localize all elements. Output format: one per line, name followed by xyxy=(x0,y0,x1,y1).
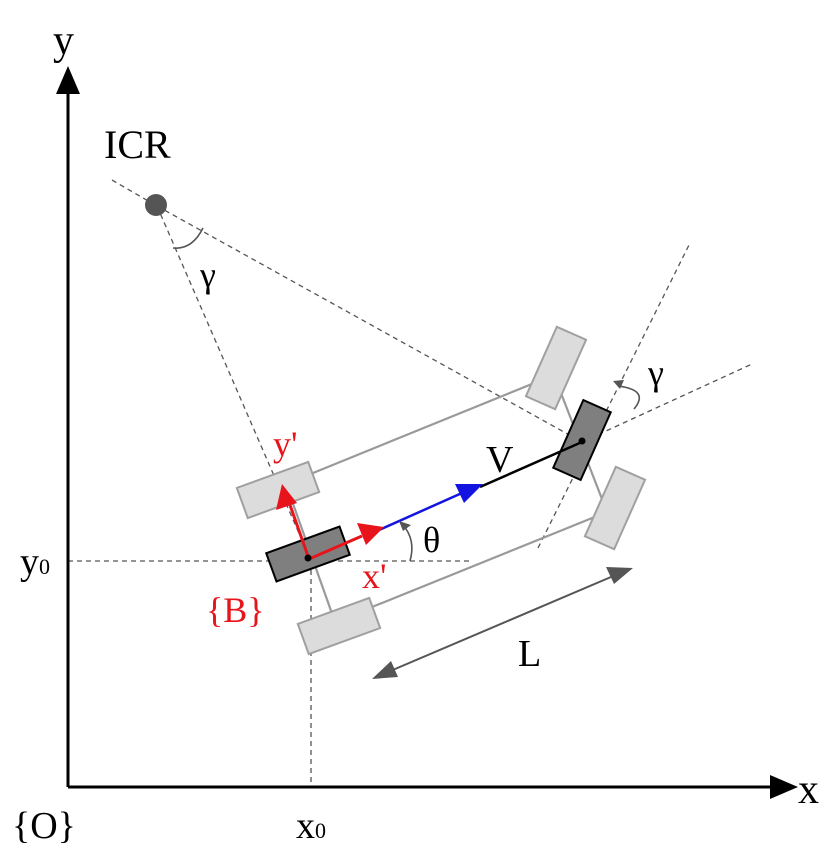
y0-subscript: 0 xyxy=(39,554,50,579)
rear-left-wheel xyxy=(235,460,321,520)
chassis-top-rail xyxy=(285,373,555,486)
front-right-wheel xyxy=(583,465,647,551)
theta-arc-arrowhead xyxy=(399,521,411,531)
rear-right-wheel xyxy=(296,596,382,656)
gamma-icr-label: γ xyxy=(199,255,216,295)
theta-arc xyxy=(402,524,413,562)
velocity-vector xyxy=(369,440,583,536)
body-frame-axes xyxy=(276,437,586,562)
velocity-label: V xyxy=(486,439,514,481)
wheelbase-line xyxy=(387,573,619,673)
front-wheel-center-dot xyxy=(578,437,586,445)
text-labels: y x {O} x0 y0 ICR γ γ θ V L {B} x' y' xyxy=(12,18,819,846)
icr-front-wheel-line xyxy=(156,205,583,443)
construction-lines xyxy=(68,179,753,787)
vehicle-chassis xyxy=(284,373,609,624)
chassis-bottom-rail xyxy=(334,510,608,624)
theta-label: θ xyxy=(423,520,440,560)
icr-point xyxy=(145,194,167,216)
velocity-line-black xyxy=(479,440,583,489)
ghost-wheels xyxy=(235,325,647,656)
y-axis-arrowhead xyxy=(56,66,80,94)
wheelbase-label: L xyxy=(518,633,541,675)
x-prime-label: x' xyxy=(362,556,387,596)
angle-arcs xyxy=(172,227,641,562)
y-prime-arrowhead xyxy=(276,484,297,510)
gamma-icr-arc xyxy=(172,227,204,249)
x-prime-axis xyxy=(308,534,363,561)
wheelbase-dimension xyxy=(372,567,633,679)
origin-frame-label: {O} xyxy=(12,805,76,846)
front-heading-line xyxy=(581,363,753,443)
wheelbase-arrow-left xyxy=(372,661,398,679)
gamma-steer-arc xyxy=(617,385,641,410)
x-prime-arrowhead xyxy=(357,523,384,545)
body-frame-label: {B} xyxy=(206,590,265,630)
velocity-line-blue xyxy=(369,491,463,536)
y0-base: y xyxy=(20,541,39,583)
icr-label: ICR xyxy=(104,122,171,167)
axis-y-label: y xyxy=(53,18,74,64)
global-axes xyxy=(56,66,798,799)
x0-subscript: 0 xyxy=(315,818,326,843)
front-steer-axis xyxy=(537,242,691,549)
x0-label: x0 xyxy=(296,805,326,846)
x-axis-arrowhead xyxy=(770,775,798,799)
wheelbase-arrow-right xyxy=(606,567,633,584)
gamma-steer-label: γ xyxy=(647,353,664,393)
angle-arrowheads xyxy=(399,380,624,531)
y0-label: y0 xyxy=(20,541,50,583)
body-origin-dot xyxy=(304,554,312,562)
gamma-steer-arrowhead xyxy=(613,380,624,389)
axis-x-label: x xyxy=(798,767,819,813)
y-prime-axis xyxy=(288,504,311,560)
icr-rear-axle-line xyxy=(156,205,312,562)
front-left-wheel xyxy=(524,325,588,411)
velocity-arrowhead xyxy=(455,484,483,503)
x0-base: x xyxy=(296,805,315,846)
y-prime-label: y' xyxy=(273,424,298,464)
